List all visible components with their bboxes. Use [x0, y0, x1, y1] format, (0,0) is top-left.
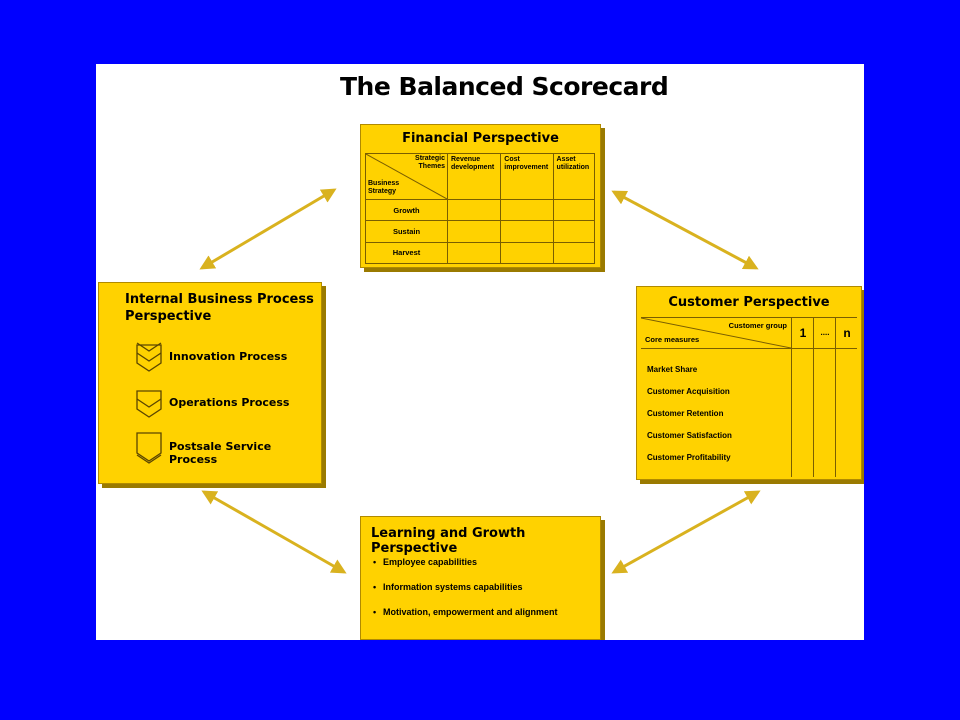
customer-perspective-box: Customer Perspective Customer group Core… — [636, 286, 862, 480]
diagram-title: The Balanced Scorecard — [340, 72, 669, 101]
customer-measure: Customer Retention — [647, 409, 724, 418]
arrow-customer-learning — [611, 490, 761, 574]
learning-item: • Motivation, empowerment and alignment — [373, 605, 558, 630]
bullet-icon: • — [373, 582, 377, 592]
financial-row-label: Sustain — [365, 220, 448, 243]
process-label: Operations Process — [169, 396, 290, 409]
chevron-stack-icon — [136, 432, 162, 464]
connector-arrows — [199, 188, 761, 574]
bullet-icon: • — [373, 607, 377, 617]
financial-row-label: Harvest — [365, 241, 448, 265]
learning-item: • Information systems capabilities — [373, 580, 558, 605]
financial-cell — [446, 220, 502, 243]
corner-diagonal — [366, 154, 447, 199]
financial-cell — [446, 198, 502, 222]
customer-column-header: n — [835, 318, 858, 348]
financial-cell — [500, 198, 554, 222]
customer-column-header: 1 — [791, 318, 814, 348]
customer-measure: Customer Profitability — [647, 453, 731, 462]
corner-top-line-1: Strategic — [415, 155, 445, 162]
financial-column-header: Revenue development — [446, 153, 502, 200]
core-measures-label: Core measures — [645, 335, 700, 344]
corner-bottom-line-1: Business — [368, 180, 400, 187]
customer-measures-list: Market Share Customer Acquisition Custom… — [647, 359, 732, 469]
customer-measure: Customer Satisfaction — [647, 431, 732, 440]
customer-measure: Market Share — [647, 365, 698, 374]
learning-growth-box: Learning and Growth Perspective • Employe… — [360, 516, 601, 640]
financial-perspective-box: Financial Perspective Strategic Themes B… — [360, 124, 601, 268]
process-label: Postsale Service Process — [169, 440, 272, 466]
financial-table: Strategic Themes Business Strategy Reven… — [365, 153, 596, 265]
financial-corner-cell: Strategic Themes Business Strategy — [365, 153, 448, 200]
learning-item-label: Motivation, empowerment and alignment — [383, 607, 558, 617]
internal-process-box: Internal Business Process Perspective In… — [98, 282, 322, 484]
customer-group-label: Customer group — [728, 321, 787, 330]
process-item: Postsale Service Process — [135, 431, 315, 466]
financial-column-header: Cost improvement — [500, 153, 554, 200]
chevron-stack-icon — [136, 342, 162, 372]
customer-title: Customer Perspective — [668, 295, 830, 310]
diagram-canvas: The Balanced Scorecard Financial Perspec… — [96, 64, 864, 640]
arrow-internal-learning — [201, 490, 347, 574]
internal-title: Internal Business Process Perspective — [125, 292, 314, 324]
learning-items-list: • Employee capabilities • Information syst… — [373, 555, 558, 630]
financial-cell — [552, 241, 596, 265]
corner-bottom-line-2: Strategy — [368, 188, 397, 195]
financial-cell — [500, 220, 554, 243]
chevron-stack-icon — [136, 390, 162, 418]
customer-header-row: Customer group Core measures 1 .... n — [641, 317, 857, 349]
learning-title: Learning and Growth Perspective — [371, 526, 526, 556]
financial-cell — [552, 220, 596, 243]
learning-item: • Employee capabilities — [373, 555, 558, 580]
bullet-icon: • — [373, 557, 377, 567]
customer-column-header: .... — [813, 318, 836, 348]
customer-columns-body — [641, 347, 857, 477]
financial-cell — [552, 198, 596, 222]
process-item: Operations Process — [135, 387, 315, 421]
arrow-financial-customer — [611, 190, 759, 270]
learning-item-label: Employee capabilities — [383, 557, 478, 567]
financial-cell — [500, 241, 554, 265]
financial-row-label: Growth — [365, 198, 448, 222]
arrow-financial-internal — [199, 188, 337, 270]
corner-top-line-2: Themes — [418, 163, 445, 170]
financial-cell — [446, 241, 502, 265]
customer-measure: Customer Acquisition — [647, 387, 730, 396]
learning-item-label: Information systems capabilities — [383, 582, 523, 592]
financial-column-header: Asset utilization — [552, 153, 596, 200]
process-label: Innovation Process — [169, 350, 288, 363]
customer-header-diagonal — [641, 318, 791, 348]
process-item: Innovation Process — [135, 341, 315, 375]
financial-title: Financial Perspective — [402, 131, 559, 146]
